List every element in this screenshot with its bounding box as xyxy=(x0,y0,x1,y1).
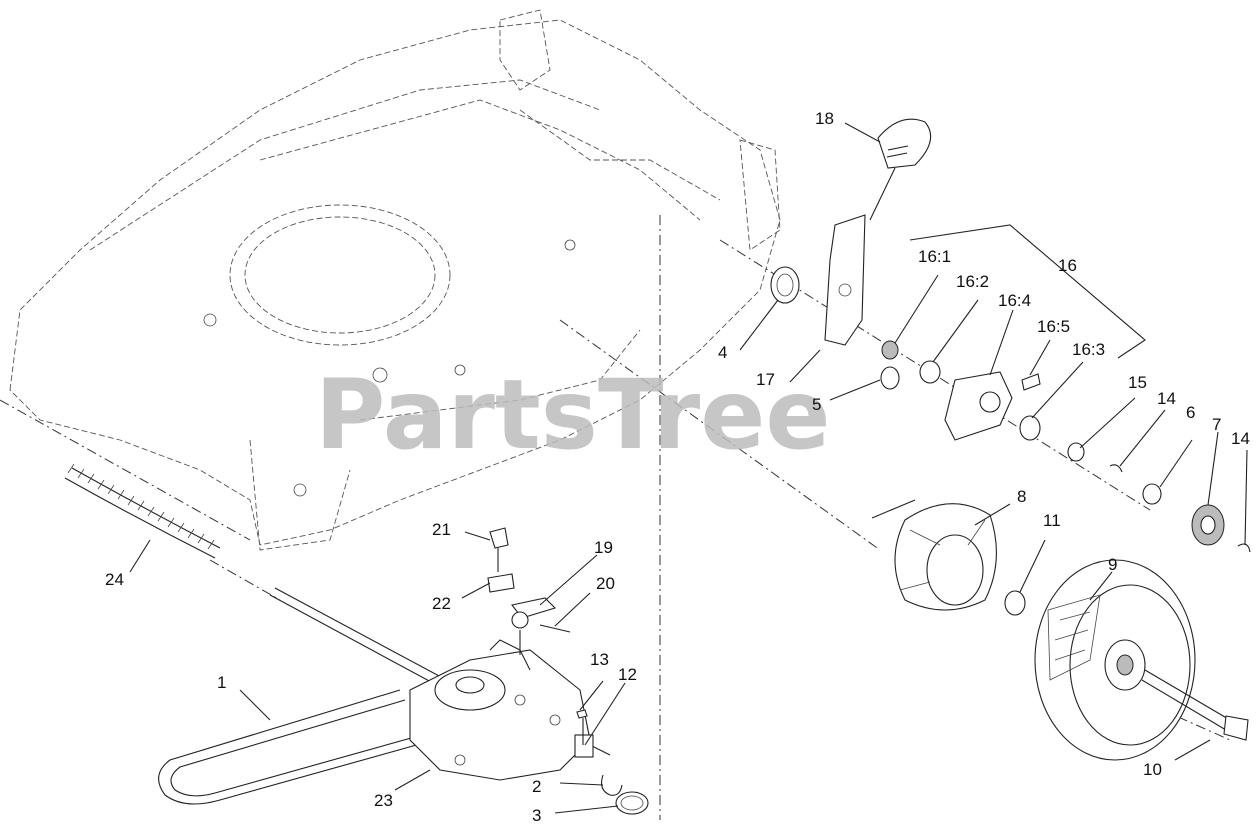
axle-bolt-part xyxy=(1141,669,1249,741)
group-16-bracket xyxy=(909,224,1146,359)
spring-part xyxy=(64,463,221,559)
callout-16-1: 16:1 xyxy=(918,247,951,266)
callout-14b: 14 xyxy=(1231,429,1250,448)
wheel-part xyxy=(1034,559,1196,761)
callout-4: 4 xyxy=(718,343,727,362)
callout-23: 23 xyxy=(374,791,393,810)
part-16-3 xyxy=(1019,415,1041,441)
callout-18: 18 xyxy=(815,109,834,128)
group-8-bracket xyxy=(871,499,916,519)
callout-3: 3 xyxy=(532,806,541,825)
clip-part-2 xyxy=(1237,543,1251,553)
callout-16: 16 xyxy=(1058,256,1077,275)
part-16-2 xyxy=(919,360,941,384)
callout-12: 12 xyxy=(618,665,637,684)
hub-cap-part xyxy=(894,503,997,611)
wheel-spacer-part xyxy=(1004,590,1026,616)
bracket-hole xyxy=(979,391,1001,413)
callout-22: 22 xyxy=(432,594,451,613)
bracket-part xyxy=(944,371,1013,441)
gear-part xyxy=(1191,504,1225,546)
centerline-spring xyxy=(209,559,281,601)
callout-17: 17 xyxy=(756,370,775,389)
callout-7: 7 xyxy=(1212,415,1221,434)
callout-6: 6 xyxy=(1186,403,1195,422)
centerline-deck xyxy=(0,399,251,541)
callout-21: 21 xyxy=(432,520,451,539)
part-16-1 xyxy=(881,340,899,360)
gearbox-part xyxy=(409,639,611,781)
centerline-axle xyxy=(559,319,881,551)
lever-hole xyxy=(838,283,852,297)
callout-5: 5 xyxy=(812,395,821,414)
part-15 xyxy=(1067,442,1085,462)
callout-13: 13 xyxy=(590,650,609,669)
callout-11: 11 xyxy=(1043,511,1061,530)
watermark: PartsTree xyxy=(315,359,830,471)
callout-16-5: 16:5 xyxy=(1037,317,1070,336)
centerline-bolt xyxy=(1049,659,1231,741)
small-gearbox-parts xyxy=(487,527,649,815)
part-16-5 xyxy=(1021,373,1041,391)
spacer-part xyxy=(880,366,900,390)
callout-19: 19 xyxy=(594,538,613,557)
callout-15: 15 xyxy=(1128,373,1147,392)
callout-8: 8 xyxy=(1017,487,1026,506)
callout-9: 9 xyxy=(1108,555,1117,574)
callout-24: 24 xyxy=(105,570,124,589)
callout-16-2: 16:2 xyxy=(956,272,989,291)
bushing-part xyxy=(770,266,800,304)
callout-16-4: 16:4 xyxy=(998,291,1031,310)
callout-2: 2 xyxy=(532,777,541,796)
callout-16-3: 16:3 xyxy=(1072,340,1105,359)
callout-20: 20 xyxy=(596,574,615,593)
callout-1: 1 xyxy=(217,673,226,692)
callout-10: 10 xyxy=(1143,760,1162,779)
callout-14a: 14 xyxy=(1157,389,1176,408)
lever-knob-part xyxy=(869,118,932,221)
part-6 xyxy=(1142,483,1162,505)
leader-lines xyxy=(129,122,1248,814)
lever-plate-part xyxy=(824,214,866,346)
mower-deck-outline xyxy=(9,9,781,551)
clip-part xyxy=(1109,464,1123,473)
